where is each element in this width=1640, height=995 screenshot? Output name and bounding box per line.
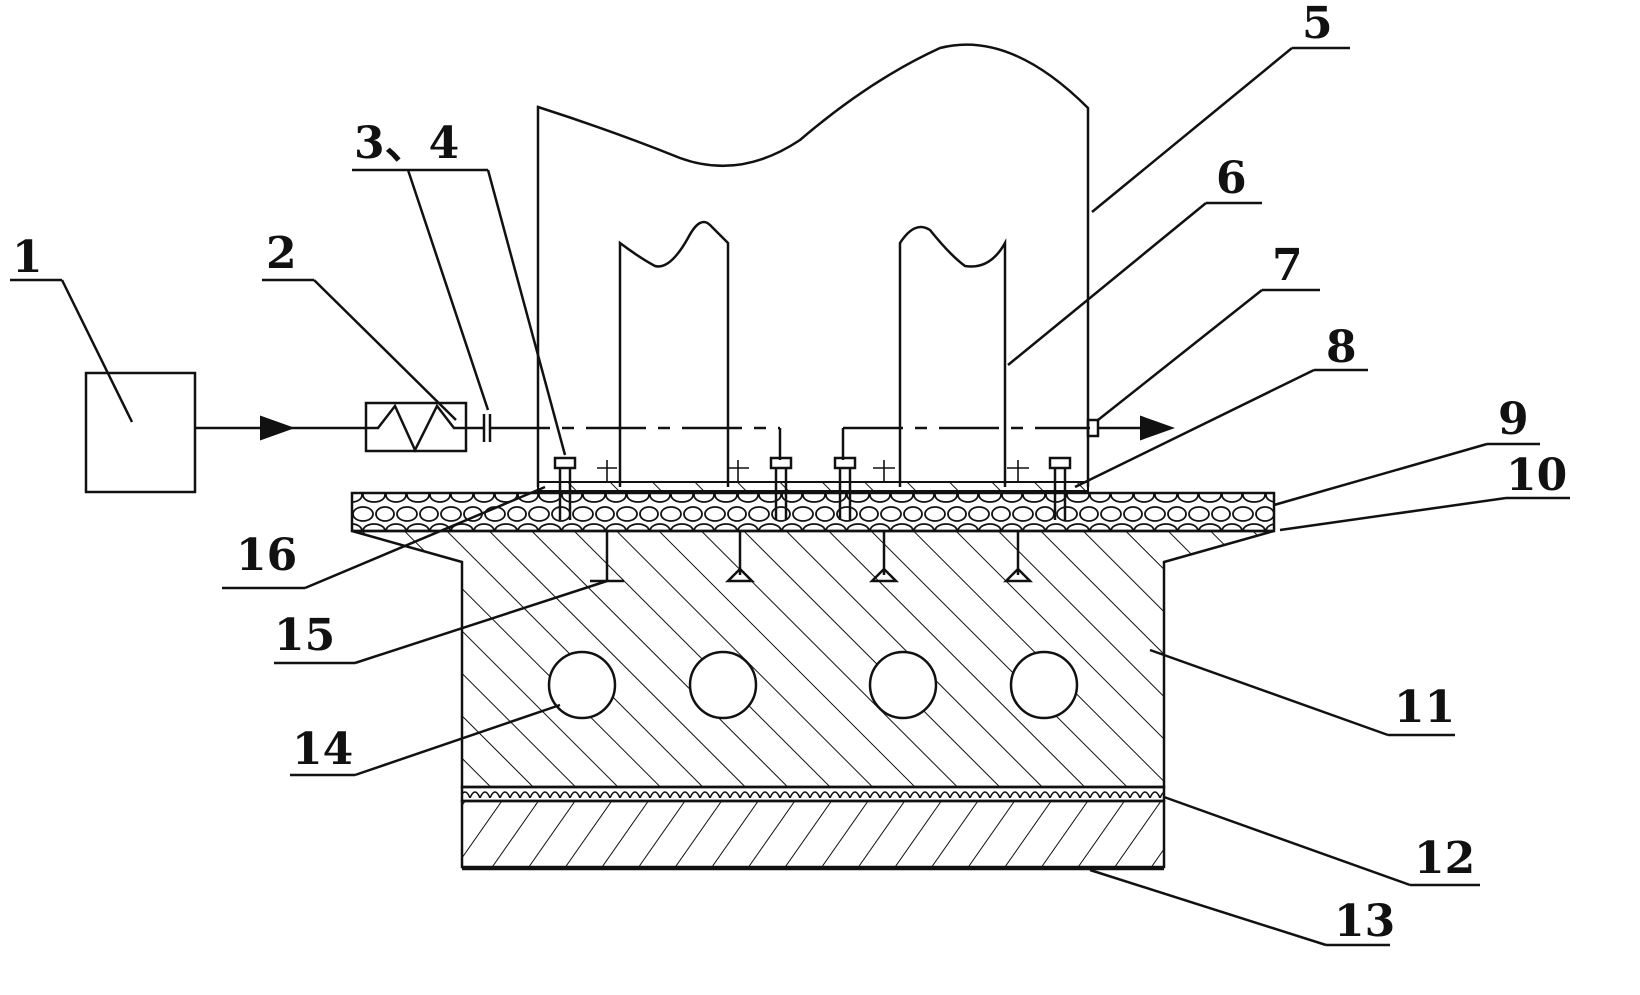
label-14: 14 [292, 724, 353, 775]
component-9-gravel-layer [350, 491, 1276, 533]
component-6-column-left [618, 220, 730, 487]
component-6-column-right [898, 225, 1007, 487]
label-7: 7 [1272, 240, 1303, 291]
label-6: 6 [1216, 153, 1247, 204]
label-5: 5 [1302, 0, 1333, 49]
label-10: 10 [1506, 450, 1567, 501]
nozzle-head [833, 456, 857, 470]
label-1: 1 [12, 232, 43, 283]
nozzle-head [769, 456, 793, 470]
component-13-base [460, 799, 1166, 869]
component-14-pipes [547, 650, 1079, 720]
leader-lines [10, 46, 1570, 947]
component-11-foundation [351, 529, 1275, 789]
nozzle-head [553, 456, 577, 470]
label-9: 9 [1498, 394, 1529, 445]
component-2-heater [364, 401, 468, 453]
component-8-plate [537, 481, 1089, 492]
label-15: 15 [274, 610, 335, 661]
label-13: 13 [1334, 896, 1395, 947]
label-3-4: 3、4 [354, 118, 459, 169]
anchor-crosses [597, 460, 1029, 482]
heater-zigzag [366, 403, 466, 453]
nozzle-head [1048, 456, 1072, 470]
component-15-anchors [590, 531, 1034, 583]
label-12: 12 [1414, 833, 1475, 884]
label-11: 11 [1394, 682, 1455, 733]
label-16: 16 [236, 530, 297, 581]
component-1-box [84, 371, 197, 494]
component-5-container [536, 43, 1090, 487]
component-12-layer [460, 785, 1166, 803]
label-2: 2 [266, 228, 297, 279]
label-8: 8 [1326, 322, 1357, 373]
